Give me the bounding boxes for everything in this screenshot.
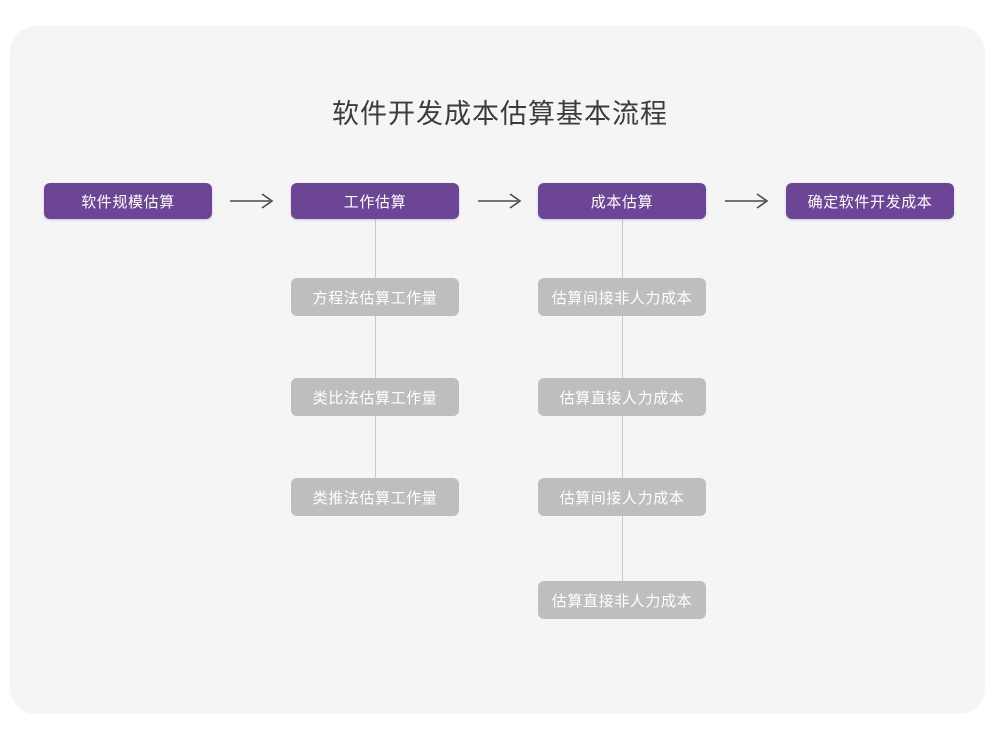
substep-cost-direct-labor[interactable]: 估算直接人力成本	[538, 378, 706, 416]
connector-work-3	[375, 415, 376, 478]
substep-cost-direct-nonlabor[interactable]: 估算直接非人力成本	[538, 581, 706, 619]
long-right-arrow-icon-3	[723, 189, 773, 213]
step-software-size-estimation[interactable]: 软件规模估算	[44, 183, 212, 219]
connector-cost-3	[622, 415, 623, 478]
step-label: 确定软件开发成本	[807, 193, 933, 211]
substep-work-analogy-method[interactable]: 类比法估算工作量	[291, 378, 459, 416]
page-title: 软件开发成本估算基本流程	[332, 99, 668, 129]
substep-label: 估算间接非人力成本	[551, 289, 693, 307]
substep-label: 类推法估算工作量	[312, 489, 438, 507]
substep-label: 方程法估算工作量	[312, 289, 438, 307]
step-work-estimation[interactable]: 工作估算	[291, 183, 459, 219]
connector-work-2	[375, 315, 376, 378]
step-label: 软件规模估算	[81, 193, 175, 211]
substep-work-equation-method[interactable]: 方程法估算工作量	[291, 278, 459, 316]
long-right-arrow-icon-2	[476, 189, 526, 213]
substep-label: 类比法估算工作量	[312, 389, 438, 407]
connector-cost-2	[622, 315, 623, 378]
substep-label: 估算间接人力成本	[559, 489, 685, 507]
step-label: 成本估算	[590, 193, 654, 211]
connector-cost-4	[622, 515, 623, 581]
connector-cost-1	[622, 218, 623, 278]
substep-cost-indirect-nonlabor[interactable]: 估算间接非人力成本	[538, 278, 706, 316]
step-cost-estimation[interactable]: 成本估算	[538, 183, 706, 219]
long-right-arrow-icon-1	[228, 189, 278, 213]
substep-label: 估算直接非人力成本	[551, 592, 693, 610]
step-label: 工作估算	[343, 193, 407, 211]
substep-label: 估算直接人力成本	[559, 389, 685, 407]
step-determine-development-cost[interactable]: 确定软件开发成本	[786, 183, 954, 219]
connector-work-1	[375, 218, 376, 278]
substep-work-inference-method[interactable]: 类推法估算工作量	[291, 478, 459, 516]
substep-cost-indirect-labor[interactable]: 估算间接人力成本	[538, 478, 706, 516]
diagram-card	[10, 26, 985, 714]
